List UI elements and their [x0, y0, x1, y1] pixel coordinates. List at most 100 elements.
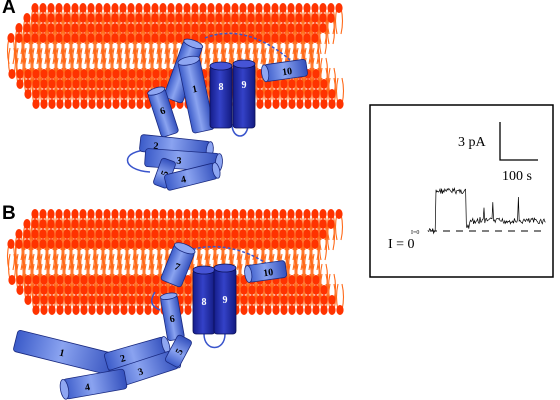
lipid-head [271, 23, 279, 33]
lipid-head [199, 13, 207, 23]
lipid-head [175, 23, 183, 33]
lipid-head [175, 209, 183, 219]
lipid-head [88, 89, 96, 99]
lipid-head [64, 305, 72, 315]
lipid-head [47, 13, 55, 23]
lipid-head [287, 23, 295, 33]
lipid-head [55, 23, 63, 33]
lipid-head [72, 99, 80, 109]
lipid-head [127, 23, 135, 33]
lipid-head [167, 3, 175, 13]
lipid-head [104, 69, 112, 79]
lipid-head [112, 295, 120, 305]
lipid-head [303, 23, 311, 33]
lipid-head [247, 239, 255, 249]
svg-text:10: 10 [263, 267, 274, 279]
lipid-head [263, 3, 271, 13]
lipid-head [263, 23, 271, 33]
lipid-head [127, 13, 135, 23]
helix-9-b: 9 [213, 263, 237, 335]
lipid-head [207, 33, 215, 43]
lipid-head [135, 229, 143, 239]
lipid-head [320, 295, 328, 305]
lipid-head [111, 23, 119, 33]
lipid-head [183, 13, 191, 23]
zero-current-label: I = 0 [388, 237, 415, 252]
lipid-head [151, 239, 159, 249]
lipid-head [31, 23, 39, 33]
lipid-head [88, 69, 96, 79]
lipid-head [231, 23, 239, 33]
lipid-head [263, 219, 271, 229]
lipid-head [72, 285, 80, 295]
lipid-head [96, 79, 104, 89]
lipid-head [144, 285, 152, 295]
lipid-head [256, 99, 264, 109]
lipid-head [71, 229, 79, 239]
lipid-head [48, 285, 56, 295]
lipid-head [16, 69, 24, 79]
lipid-head [231, 13, 239, 23]
lipid-head [79, 229, 87, 239]
panel-a-protein: 7 1 6 8 9 10 2 [127, 32, 308, 191]
lipid-head [128, 305, 136, 315]
lipid-head [40, 295, 48, 305]
lipid-head [39, 209, 47, 219]
lipid-head [319, 219, 327, 229]
lipid-head [15, 23, 23, 33]
lipid-head [47, 23, 55, 33]
lipid-head [95, 239, 103, 249]
lipid-head [160, 69, 168, 79]
lipid-head [264, 295, 272, 305]
lipid-head [191, 229, 199, 239]
lipid-head [199, 209, 207, 219]
lipid-head [119, 13, 127, 23]
lipid-head [127, 239, 135, 249]
lipid-head [80, 99, 88, 109]
lipid-head [160, 285, 168, 295]
lipid-head [80, 285, 88, 295]
lipid-head [16, 79, 24, 89]
lipid-head [159, 33, 167, 43]
lipid-head [39, 229, 47, 239]
lipid-head [127, 209, 135, 219]
lipid-head [120, 275, 128, 285]
lipid-head [272, 99, 280, 109]
lipid-head [231, 229, 239, 239]
lipid-head [120, 99, 128, 109]
lipid-head [23, 229, 31, 239]
lipid-head [160, 79, 168, 89]
helix-10-a: 10 [261, 59, 308, 83]
lipid-head [279, 33, 287, 43]
lipid-head [248, 295, 256, 305]
lipid-head [312, 305, 320, 315]
lipid-head [135, 13, 143, 23]
lipid-head [240, 305, 248, 315]
lipid-head [128, 275, 136, 285]
lipid-head [40, 285, 48, 295]
lipid-head [104, 295, 112, 305]
lipid-head [256, 305, 264, 315]
lipid-head [311, 219, 319, 229]
lipid-head [263, 229, 271, 239]
lipid-head [271, 209, 279, 219]
lipid-head [111, 209, 119, 219]
lipid-head [199, 33, 207, 43]
lipid-head [288, 89, 296, 99]
lipid-head [304, 79, 312, 89]
lipid-head [136, 69, 144, 79]
lipid-head [95, 229, 103, 239]
lipid-head [87, 219, 95, 229]
lipid-head [143, 13, 151, 23]
lipid-head [303, 219, 311, 229]
lipid-head [320, 305, 328, 315]
loop [203, 333, 226, 349]
lipid-head [112, 305, 120, 315]
lipid-head [159, 209, 167, 219]
lipid-head [72, 79, 80, 89]
lipid-head [279, 239, 287, 249]
svg-text:7: 7 [173, 261, 182, 273]
svg-text:9: 9 [223, 295, 228, 306]
lipid-head [295, 239, 303, 249]
lipid-head [112, 285, 120, 295]
